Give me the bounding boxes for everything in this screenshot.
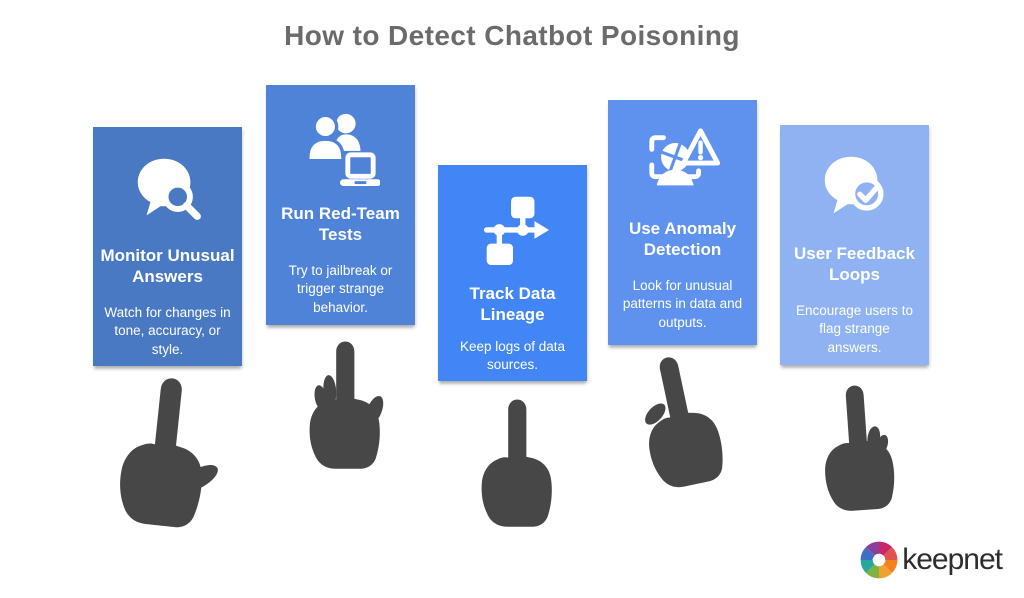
card-body: Look for unusual patterns in data and ou… <box>622 277 743 330</box>
keepnet-logo-icon <box>860 541 898 579</box>
red-team-laptop-icon <box>302 103 380 193</box>
card-title: Run Red-Team Tests <box>281 204 400 245</box>
pointing-hand-icon <box>619 341 748 498</box>
data-lineage-icon <box>474 183 552 273</box>
feedback-check-icon <box>816 143 894 233</box>
card-body: Watch for changes in tone, accuracy, or … <box>104 304 231 357</box>
card-track-data-lineage: Track Data Lineage Keep logs of data sou… <box>438 165 587 381</box>
keepnet-logo-text: keepnet <box>902 543 1003 576</box>
card-title: Track Data Lineage <box>469 284 556 325</box>
card-title: Monitor Unusual Answers <box>100 246 235 287</box>
anomaly-detection-icon <box>644 118 722 208</box>
pointing-hand-icon <box>807 377 914 517</box>
card-title: User Feedback Loops <box>794 244 915 285</box>
page-title: How to Detect Chatbot Poisoning <box>284 20 740 51</box>
card-body: Try to jailbreak or trigger strange beha… <box>288 262 393 315</box>
card-monitor-unusual-answers: Monitor Unusual Answers Watch for change… <box>93 127 242 366</box>
chat-search-icon <box>129 145 207 235</box>
pointing-hand-icon <box>470 394 570 530</box>
card-title: Use Anomaly Detection <box>628 219 737 260</box>
keepnet-logo: keepnet <box>859 540 1003 580</box>
card-body: Encourage users to flag strange answers. <box>795 302 914 355</box>
card-use-anomaly-detection: Use Anomaly Detection Look for unusual p… <box>608 100 757 345</box>
pointing-hand-icon <box>298 336 398 472</box>
pointing-hand-icon <box>102 366 234 535</box>
card-run-red-team-tests: Run Red-Team Tests Try to jailbreak or t… <box>266 85 415 325</box>
card-user-feedback-loops: User Feedback Loops Encourage users to f… <box>780 125 929 365</box>
card-body: Keep logs of data sources. <box>459 338 566 373</box>
